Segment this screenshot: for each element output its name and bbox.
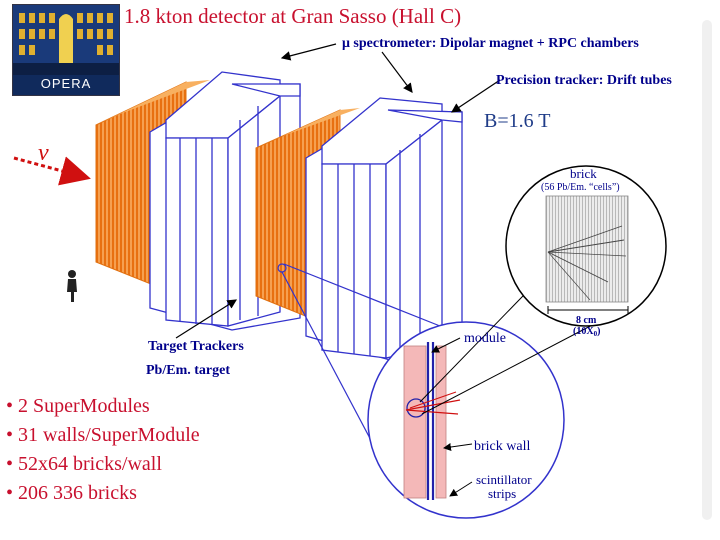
scintillator-label-line2: strips	[488, 486, 516, 501]
neutrino-label: ν	[38, 140, 49, 166]
target-label: Pb/Em. target	[146, 363, 230, 378]
spectrometer-label: μ spectrometer: Dipolar magnet + RPC cha…	[342, 36, 639, 51]
scale-label: 8 cm	[576, 315, 597, 326]
opera-house-icon	[13, 5, 119, 75]
scintillator-label-line1: scintillator	[476, 472, 532, 487]
module-label: module	[464, 331, 506, 346]
target-trackers-leader	[175, 299, 238, 339]
spectrometer-leader-2	[381, 51, 413, 93]
brick-zoom-circle	[505, 165, 667, 327]
person-silhouette-icon	[67, 270, 77, 302]
spectrometer-leader-1	[280, 43, 337, 61]
logo-text: OPERA	[40, 76, 92, 91]
scale-x0-label: (10X0)	[573, 326, 600, 338]
fact-item: 31 walls/SuperModule	[6, 421, 200, 450]
module-zoom-circle	[367, 321, 565, 519]
scrollbar[interactable]	[702, 20, 712, 520]
brick-wall-label: brick wall	[474, 439, 530, 454]
opera-logo: OPERA	[12, 4, 120, 96]
tracker-label: Precision tracker: Drift tubes	[496, 73, 672, 88]
magnetic-field-label: B=1.6 T	[484, 110, 551, 132]
fact-item: 206 336 bricks	[6, 479, 200, 508]
target-trackers-label: Target Trackers	[148, 339, 244, 354]
neutrino-beam-arrow	[13, 156, 91, 186]
brick-zoom-line-bottom	[421, 321, 599, 415]
tracker-leader	[451, 79, 501, 113]
fact-list: 2 SuperModules 31 walls/SuperModule 52x6…	[6, 392, 200, 508]
fact-item: 2 SuperModules	[6, 392, 200, 421]
slide-title: 1.8 kton detector at Gran Sasso (Hall C)	[124, 4, 462, 28]
brick-label: brick	[570, 166, 597, 181]
zoom-line-top	[283, 263, 441, 327]
fact-item: 52x64 bricks/wall	[6, 450, 200, 479]
brick-detail-label: (56 Pb/Em. “cells”)	[541, 182, 620, 193]
spectrometer-2	[305, 97, 463, 361]
